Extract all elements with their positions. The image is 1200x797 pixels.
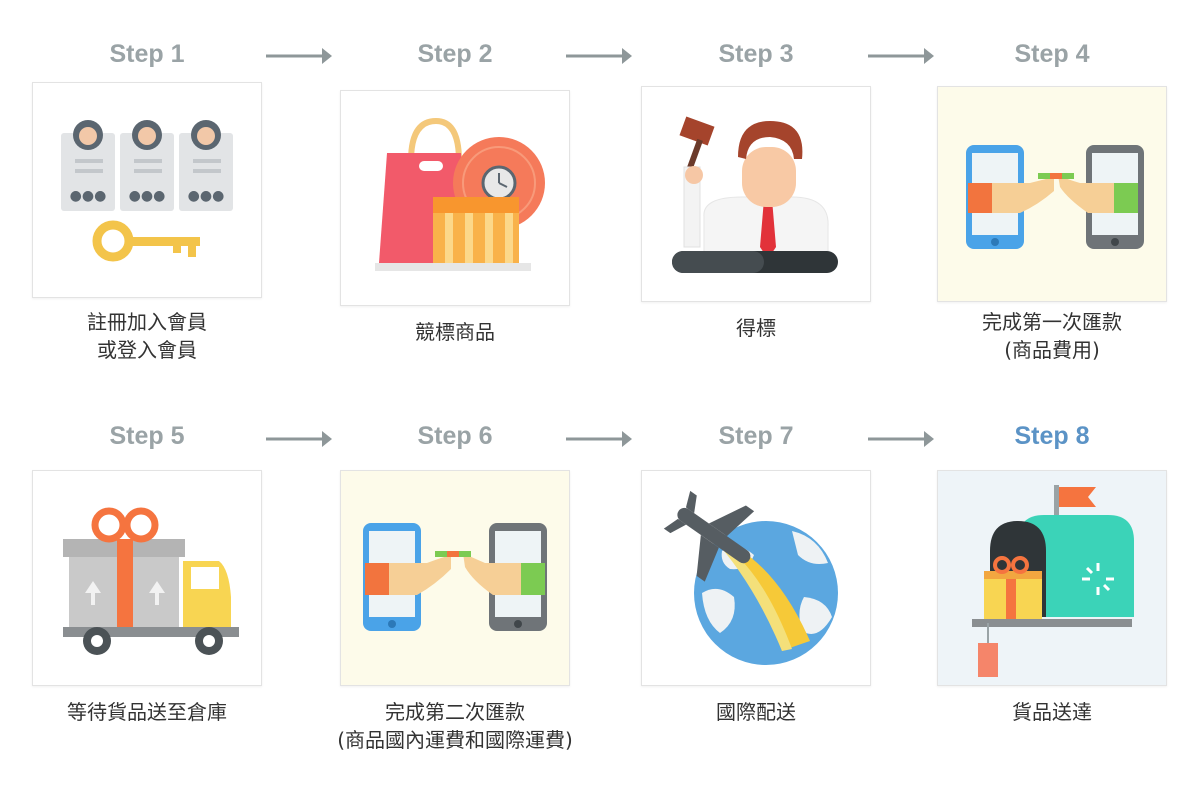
step-caption: 國際配送 bbox=[716, 700, 796, 724]
arrow-icon bbox=[566, 429, 632, 449]
auction-win-icon bbox=[672, 116, 838, 273]
step-title: Step 4 bbox=[1014, 40, 1090, 68]
mailbox-gift-icon bbox=[972, 485, 1134, 677]
svg-text:●●●: ●●● bbox=[129, 188, 166, 204]
arrow-icon bbox=[566, 46, 632, 66]
step-caption: 貨品送達 bbox=[1012, 700, 1092, 724]
step-caption: 競標商品 bbox=[415, 320, 495, 344]
step-title: Step 7 bbox=[718, 422, 794, 450]
arrow-icon bbox=[266, 46, 332, 66]
step-title: Step 6 bbox=[417, 422, 493, 450]
arrow-icon bbox=[868, 46, 934, 66]
step-title: Step 8 bbox=[1014, 422, 1090, 450]
step-card bbox=[340, 90, 570, 306]
step-card bbox=[641, 470, 871, 686]
step-card bbox=[641, 86, 871, 302]
step-card bbox=[32, 470, 262, 686]
step-caption: 得標 bbox=[736, 316, 776, 340]
step-card bbox=[937, 86, 1167, 302]
airplane-globe-icon bbox=[663, 490, 838, 665]
step-card: ●●● ●●● ●●● bbox=[32, 82, 262, 298]
step-caption: 完成第二次匯款(商品國內運費和國際運費) bbox=[337, 700, 573, 752]
members-key-icon: ●●● ●●● ●●● bbox=[61, 120, 233, 262]
phone-payment-icon bbox=[966, 145, 1144, 249]
phone-payment-icon bbox=[363, 523, 547, 631]
step-title: Step 5 bbox=[109, 422, 185, 450]
svg-text:●●●: ●●● bbox=[70, 188, 107, 204]
delivery-truck-icon bbox=[63, 507, 239, 655]
arrow-icon bbox=[266, 429, 332, 449]
step-title: Step 3 bbox=[718, 40, 794, 68]
arrow-icon bbox=[868, 429, 934, 449]
step-caption: 等待貨品送至倉庫 bbox=[67, 700, 227, 724]
step-title: Step 2 bbox=[417, 40, 493, 68]
step-caption: 完成第一次匯款(商品費用) bbox=[982, 310, 1122, 362]
shopping-sale-icon bbox=[375, 117, 545, 271]
step-caption: 註冊加入會員或登入會員 bbox=[87, 310, 207, 362]
step-card bbox=[937, 470, 1167, 686]
step-card bbox=[340, 470, 570, 686]
svg-text:●●●: ●●● bbox=[188, 188, 225, 204]
step-title: Step 1 bbox=[109, 40, 185, 68]
